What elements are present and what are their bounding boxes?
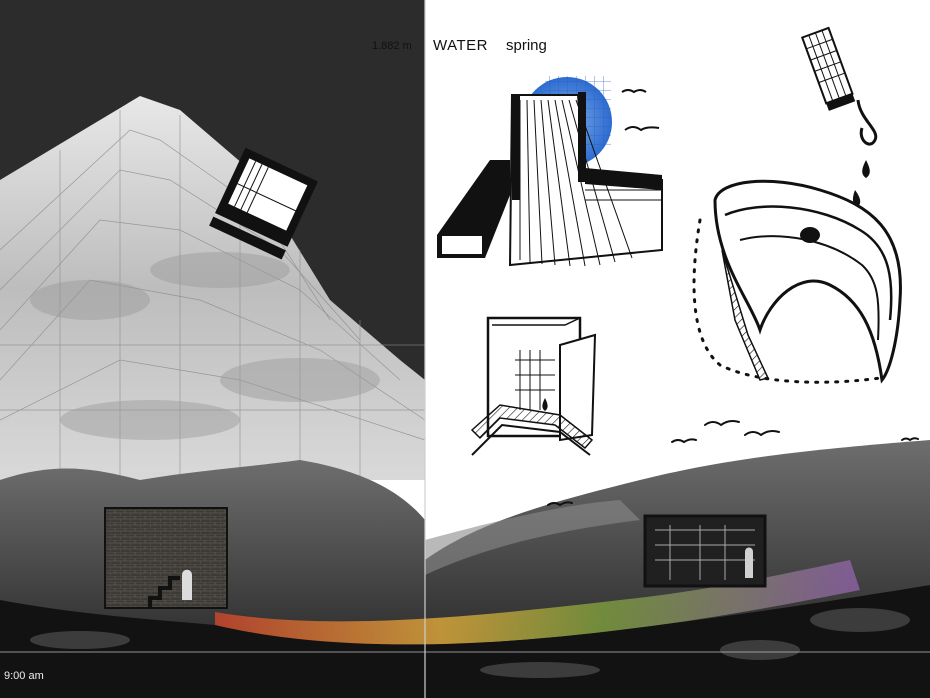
- tilted-cabin: [209, 147, 318, 260]
- birds-top: [621, 89, 660, 132]
- theme-title: WATER: [433, 37, 488, 54]
- ground: [0, 585, 930, 698]
- corridor-sketch: [437, 76, 663, 267]
- far-ridge: [425, 500, 640, 575]
- elevation-label: 1.882 m: [372, 40, 412, 52]
- time-label: 9:00 am: [4, 670, 44, 682]
- birds-flock: [547, 420, 919, 507]
- flower-meadow: [215, 560, 860, 646]
- human-figure-left: [182, 569, 192, 600]
- stair-door-sketch: [470, 316, 597, 456]
- mountain-texture: [30, 252, 380, 440]
- chamber-lines: [655, 525, 755, 580]
- stone-room: [104, 507, 228, 609]
- mountain: [0, 96, 425, 480]
- ground-rocks: [30, 608, 910, 678]
- season-label: spring: [506, 37, 547, 54]
- human-figure-right: [745, 547, 753, 578]
- faucet-sketch: [800, 26, 878, 207]
- basin-sketch: [692, 179, 902, 384]
- stone-room-steps: [148, 576, 180, 608]
- mountain-contour-lines: [0, 110, 426, 480]
